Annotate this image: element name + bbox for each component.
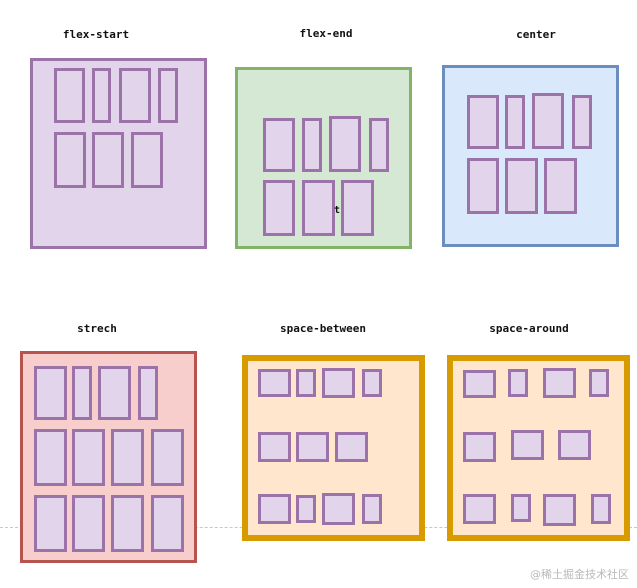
strech-item: [151, 495, 184, 552]
flex-start-item: [54, 132, 86, 188]
space-around-label: space-around: [489, 322, 569, 335]
space-around-item: [463, 494, 496, 524]
flex-start-item: [92, 132, 124, 188]
center-item: [467, 158, 499, 214]
flex-end-item: [341, 180, 374, 236]
space-around-item: [543, 494, 576, 526]
flex-end-item: [263, 118, 295, 172]
space-around-item: [543, 368, 576, 398]
center-container: [442, 65, 619, 247]
center-item: [467, 95, 499, 149]
center-item: [572, 95, 592, 149]
flex-start-item: [119, 68, 151, 123]
center-item: [532, 93, 564, 149]
flex-start-item: [92, 68, 111, 123]
space-around-item: [511, 430, 544, 460]
flex-start-label: flex-start: [62, 28, 130, 41]
flex-end-item: [263, 180, 295, 236]
strech-item: [138, 366, 158, 420]
center-item: [505, 95, 525, 149]
space-around-item: [463, 370, 496, 398]
space-around-item: [591, 494, 611, 524]
center-item: [505, 158, 538, 214]
strech-item: [34, 366, 67, 420]
strech-label: strech: [77, 322, 117, 335]
strech-item: [72, 429, 105, 486]
flex-end-item: [302, 180, 335, 236]
flex-end-label: flex-end: [299, 27, 353, 40]
strech-item: [111, 429, 144, 486]
strech-item: [34, 429, 67, 486]
space-between-item: [296, 369, 316, 397]
flex-end-item: [369, 118, 389, 172]
flex-end-item: [302, 118, 322, 172]
strech-item: [98, 366, 131, 420]
center-item: [544, 158, 577, 214]
flex-end-stray-text: t: [334, 205, 341, 216]
space-between-item: [362, 369, 382, 397]
space-between-item: [335, 432, 368, 462]
space-around-item: [558, 430, 591, 460]
strech-item: [72, 495, 105, 552]
strech-item: [151, 429, 184, 486]
space-between-item: [296, 432, 329, 462]
space-between-item: [322, 368, 355, 398]
watermark: @稀土掘金技术社区: [530, 568, 629, 581]
space-around-item: [508, 369, 528, 397]
space-between-label: space-between: [279, 322, 367, 335]
space-between-item: [296, 495, 316, 523]
space-between-item: [258, 369, 291, 397]
strech-item: [111, 495, 144, 552]
space-around-item: [511, 494, 531, 522]
flex-start-item: [54, 68, 85, 123]
space-between-item: [362, 494, 382, 524]
space-around-item: [463, 432, 496, 462]
flex-end-item: [329, 116, 361, 172]
flex-start-item: [131, 132, 163, 188]
center-label: center: [516, 28, 556, 41]
space-around-item: [589, 369, 609, 397]
space-between-item: [258, 494, 291, 524]
space-between-item: [322, 493, 355, 525]
flex-start-item: [158, 68, 178, 123]
space-between-item: [258, 432, 291, 462]
strech-item: [34, 495, 67, 552]
strech-item: [72, 366, 92, 420]
